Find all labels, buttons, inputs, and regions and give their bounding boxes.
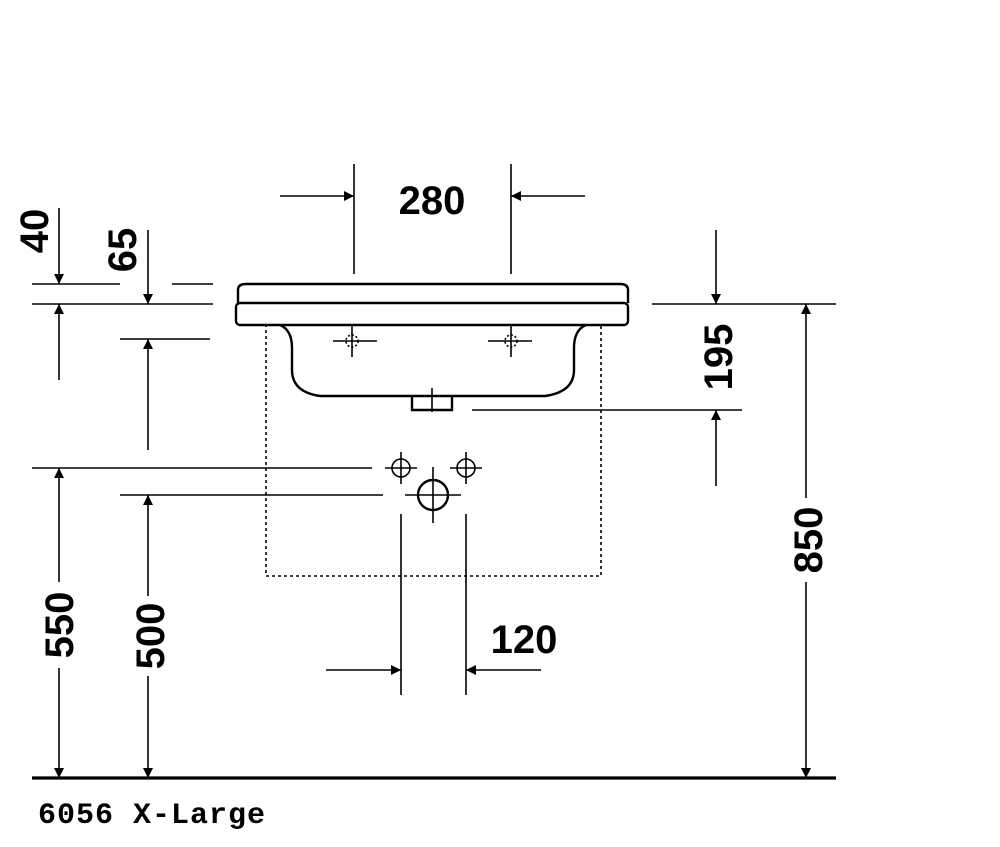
dimension-label-280: 280 [399,179,466,223]
dimension-850: 850 [787,304,831,778]
tap-hole-left-icon [333,325,377,357]
supply-connection-left-icon [385,452,417,484]
model-caption: 6056 X-Large [38,799,267,833]
dimension-label-500: 500 [129,603,173,670]
tap-hole-right-icon [488,325,532,357]
pedestal-outline [265,324,602,577]
dimension-label-40: 40 [13,209,57,254]
dimension-label-850: 850 [787,507,831,574]
dimension-label-195: 195 [697,324,741,391]
dimension-label-120: 120 [491,618,558,662]
dimension-550: 550 [32,467,372,778]
dimension-label-550: 550 [38,592,82,659]
dimension-label-65: 65 [101,228,145,273]
dimension-500: 500 [120,494,383,778]
washbasin-outline [234,282,630,412]
drain-connection-icon [405,467,461,523]
supply-connection-right-icon [450,452,482,484]
dimension-40: 40 [13,208,213,380]
dimension-280: 280 [280,164,585,274]
dimension-65: 65 [101,228,210,450]
dimension-195: 195 [472,230,836,486]
dimension-120: 120 [326,514,557,695]
